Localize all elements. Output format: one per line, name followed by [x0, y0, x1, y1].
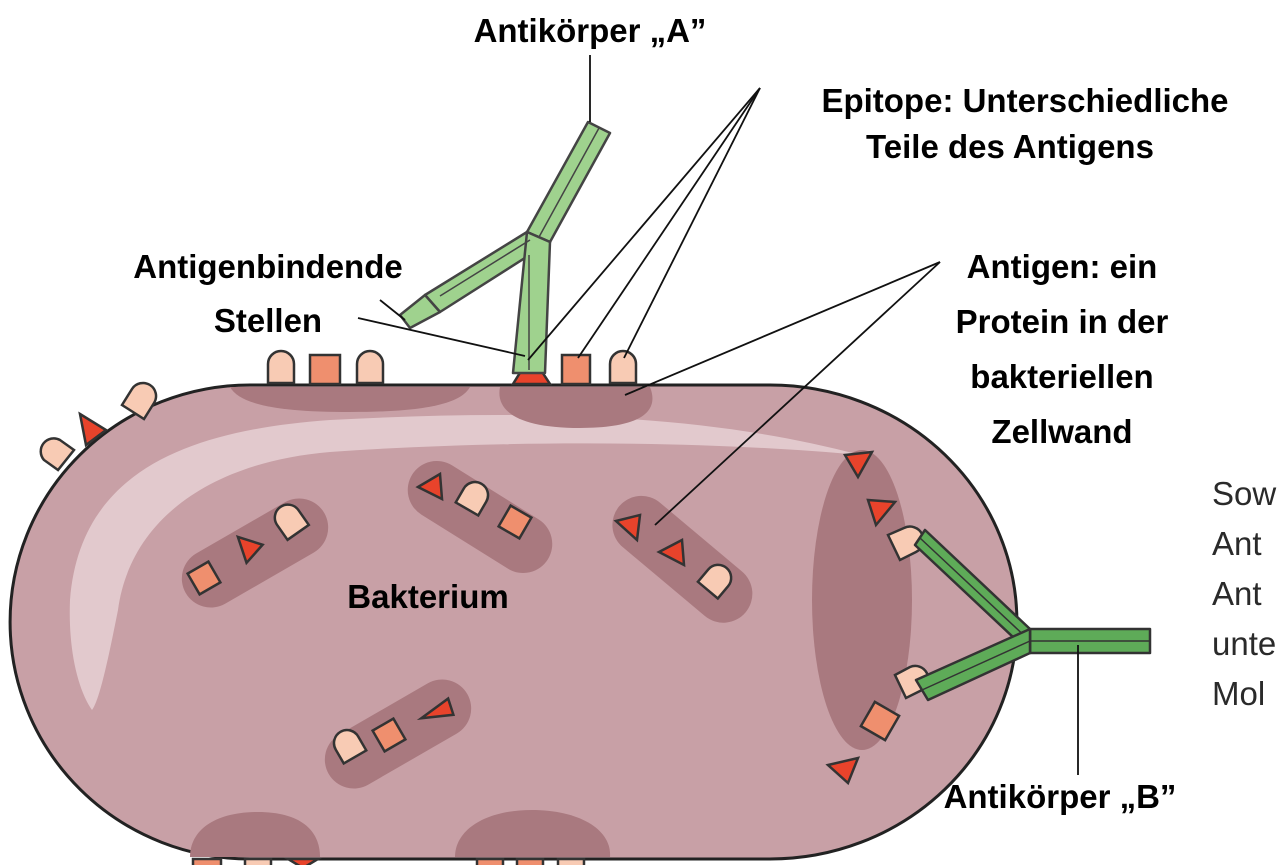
- side-note-line: Sow: [1212, 475, 1276, 512]
- epitope-triangle: [288, 859, 318, 865]
- epitope-square: [517, 859, 543, 865]
- epitope-round: [245, 859, 271, 865]
- label-antigen-line3: bakteriellen: [970, 358, 1153, 395]
- surface-epitopes-top: [268, 351, 636, 384]
- epitope-square: [477, 859, 503, 865]
- side-note-line: Ant: [1212, 575, 1262, 612]
- side-note-line: unte: [1212, 625, 1276, 662]
- epitope-square: [562, 355, 590, 384]
- bacterium: [10, 351, 1017, 865]
- side-note-line: Mol: [1212, 675, 1265, 712]
- label-binding-line1: Antigenbindende: [133, 248, 402, 285]
- epitope-round: [610, 351, 636, 383]
- label-antigen-line2: Protein in der: [956, 303, 1169, 340]
- label-epitope-line2: Teile des Antigens: [866, 128, 1154, 165]
- side-note-line: Ant: [1212, 525, 1262, 562]
- leader-binding-1: [380, 300, 405, 320]
- epitope-round: [558, 859, 584, 865]
- epitope-round: [268, 351, 294, 383]
- label-antibody-a: Antikörper „A”: [474, 12, 707, 49]
- leader-epitope-2: [578, 88, 760, 358]
- leader-binding-2: [358, 318, 525, 356]
- label-binding-line2: Stellen: [214, 302, 322, 339]
- label-bacterium: Bakterium: [347, 578, 508, 615]
- side-note: Sow Ant Ant unte Mol: [1212, 475, 1276, 712]
- epitope-square: [193, 859, 221, 865]
- label-epitope-line1: Epitope: Unterschiedliche: [821, 82, 1228, 119]
- epitope-square: [310, 355, 340, 384]
- leader-antigen-1: [625, 262, 940, 395]
- epitope-round: [357, 351, 383, 383]
- label-antibody-b: Antikörper „B”: [944, 778, 1177, 815]
- patch-right: [812, 450, 912, 750]
- label-antigen-line4: Zellwand: [991, 413, 1132, 450]
- label-antigen-line1: Antigen: ein: [967, 248, 1158, 285]
